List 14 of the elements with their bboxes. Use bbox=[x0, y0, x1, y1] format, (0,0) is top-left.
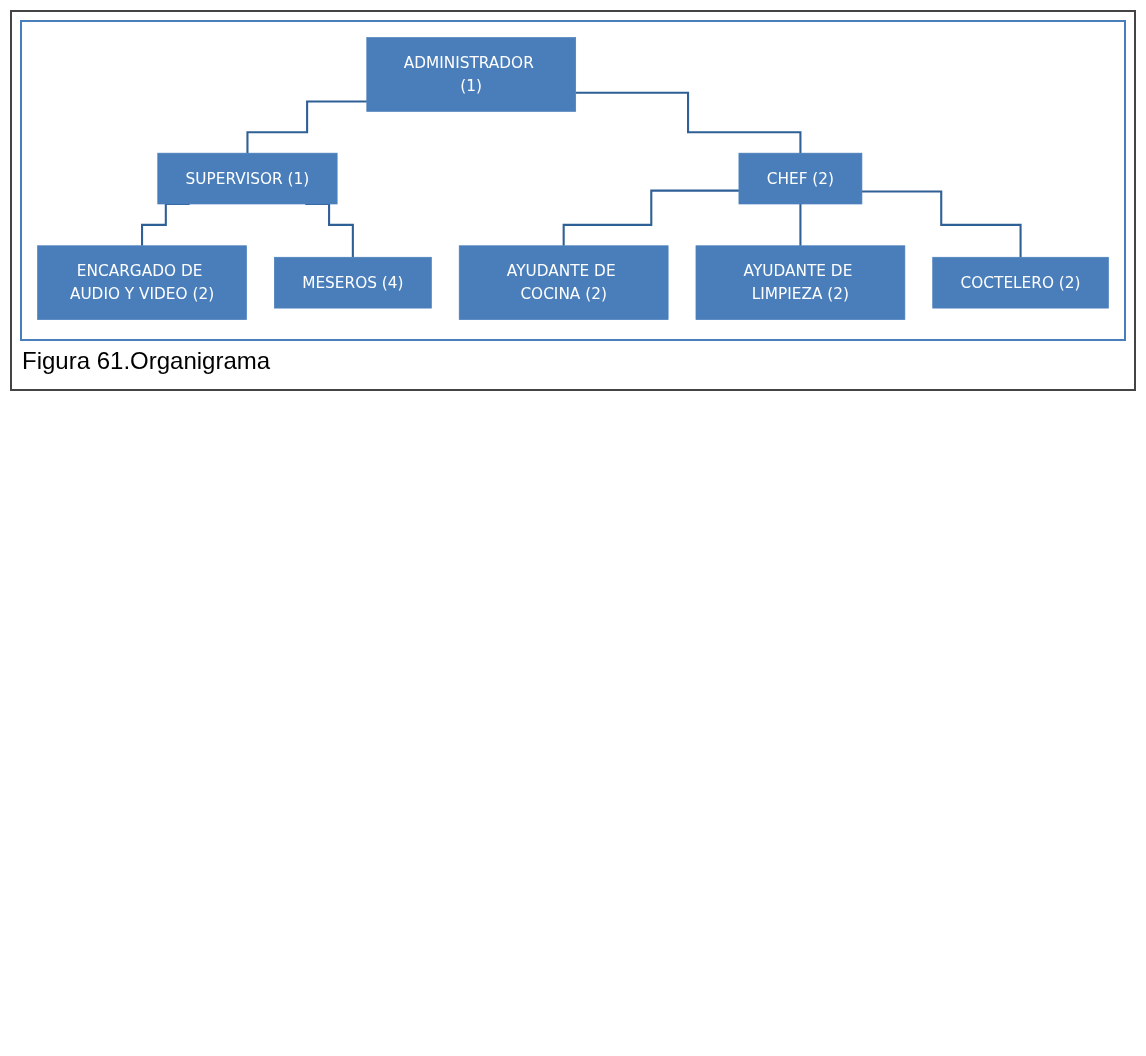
node-box: CHEF (2) bbox=[738, 152, 863, 205]
connector bbox=[575, 91, 802, 155]
node-box: ADMINISTRADOR (1) bbox=[366, 37, 577, 112]
node-box: AYUDANTE DE LIMPIEZA (2) bbox=[695, 245, 906, 320]
connector bbox=[861, 190, 1022, 259]
connector bbox=[799, 202, 802, 247]
connector bbox=[246, 100, 367, 155]
node-box: ENCARGADO DE AUDIO Y VIDEO (2) bbox=[37, 245, 247, 320]
node-box: MESEROS (4) bbox=[274, 256, 432, 309]
node-box: COCTELERO (2) bbox=[932, 256, 1109, 309]
node-box: SUPERVISOR (1) bbox=[157, 152, 338, 205]
node-box: AYUDANTE DE COCINA (2) bbox=[458, 245, 669, 320]
figure-caption: Figura 61.Organigrama bbox=[22, 347, 272, 376]
connector bbox=[562, 189, 739, 247]
